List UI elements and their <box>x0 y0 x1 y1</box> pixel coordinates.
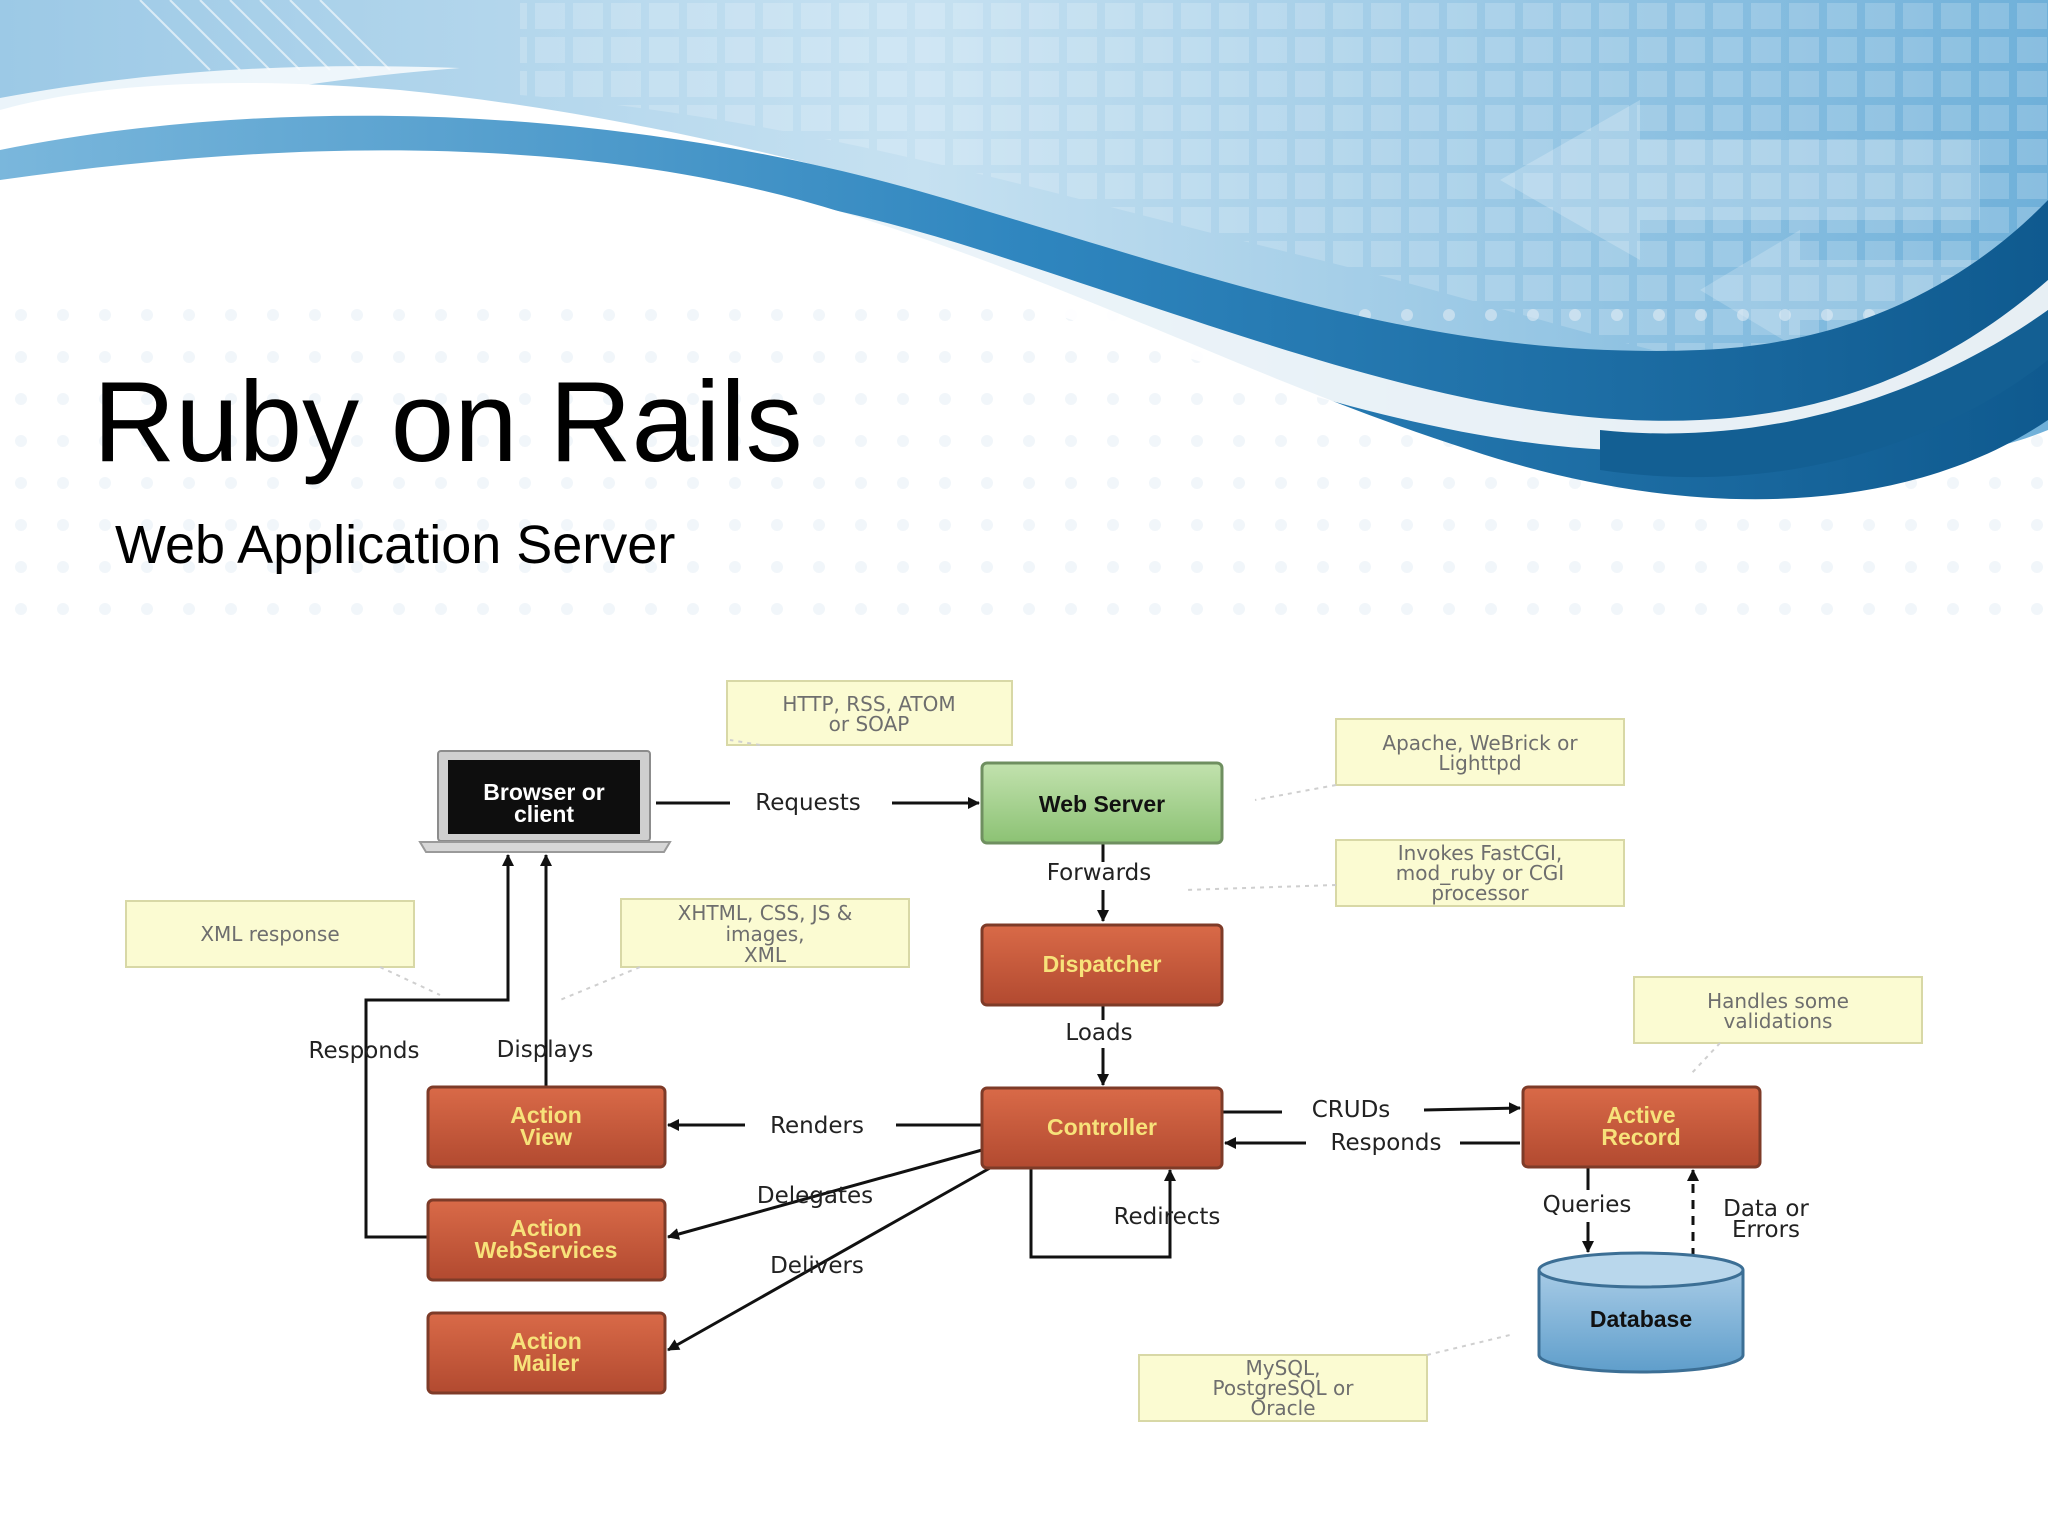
note-line: HTTP, RSS, ATOM <box>782 692 955 716</box>
note-line: or SOAP <box>829 712 910 736</box>
note-line: processor <box>1431 881 1529 905</box>
note-line: Invokes FastCGI, <box>1398 841 1563 865</box>
database-node: Database <box>1537 1251 1745 1374</box>
laptop-base <box>418 841 672 853</box>
active-record-label: Record <box>1601 1124 1680 1150</box>
data-or-errors-label: Errors <box>1732 1217 1800 1243</box>
responds-to-client-label: Responds <box>309 1038 420 1064</box>
action-mailer-node: Action Mailer <box>426 1311 667 1395</box>
note-line: mod_ruby or CGI <box>1396 861 1564 885</box>
database-label: Database <box>1590 1306 1692 1332</box>
data-or-errors-label: Data or <box>1723 1196 1809 1222</box>
browser-client-node: Browser or client <box>418 750 672 853</box>
active-record-node: Active Record <box>1521 1085 1762 1169</box>
note-formats: XHTML, CSS, JS & images, XML <box>620 898 910 968</box>
note-web-servers: Apache, WeBrick or Lighttpd <box>1335 718 1625 786</box>
browser-label: client <box>514 801 574 827</box>
laptop-screen <box>448 760 640 834</box>
note-line: Oracle <box>1250 1396 1315 1420</box>
renders-label: Renders <box>770 1113 864 1139</box>
requests-label: Requests <box>755 790 860 816</box>
action-webservices-node: Action WebServices <box>426 1198 667 1282</box>
controller-node: Controller <box>980 1086 1224 1170</box>
edge-labels: Requests Forwards Loads Renders Delegate… <box>309 790 1810 1279</box>
delivers-label: Delivers <box>770 1253 864 1279</box>
redirects-arrow <box>1029 1168 1176 1259</box>
note-line: XML <box>744 943 787 967</box>
dispatcher-node: Dispatcher <box>980 923 1224 1007</box>
action-view-node: Action View <box>426 1085 667 1169</box>
action-webservices-label: WebServices <box>475 1237 618 1263</box>
slide-title: Ruby on Rails <box>93 359 803 486</box>
web-server-node: Web Server <box>980 761 1224 845</box>
action-mailer-label: Action <box>510 1328 582 1354</box>
redirects-label: Redirects <box>1114 1204 1221 1230</box>
note-protocols: HTTP, RSS, ATOM or SOAP <box>726 680 1013 746</box>
note-connectors <box>379 739 1721 1356</box>
connectors <box>364 797 1699 1352</box>
cruds-arrow <box>1423 1102 1521 1115</box>
note-line: XML response <box>200 922 339 946</box>
note-line: Apache, WeBrick or <box>1382 731 1578 755</box>
web-server-label: Web Server <box>1039 791 1165 817</box>
note-line: XHTML, CSS, JS & <box>678 901 853 925</box>
note-xml-response: XML response <box>125 900 415 968</box>
displays-label: Displays <box>497 1037 594 1063</box>
note-line: PostgreSQL or <box>1212 1376 1354 1400</box>
note-databases: MySQL, PostgreSQL or Oracle <box>1138 1354 1428 1422</box>
action-webservices-label: Action <box>510 1215 582 1241</box>
note-line: images, <box>725 922 804 946</box>
action-mailer-label: Mailer <box>513 1350 580 1376</box>
note-processors: Invokes FastCGI, mod_ruby or CGI process… <box>1335 839 1625 907</box>
action-view-label: Action <box>510 1102 582 1128</box>
action-view-label: View <box>520 1124 572 1150</box>
responds-label: Responds <box>1331 1130 1442 1156</box>
delegates-arrow <box>667 1148 983 1240</box>
note-validations: Handles some validations <box>1633 976 1923 1044</box>
controller-label: Controller <box>1047 1114 1157 1140</box>
responds-to-client-arrow <box>364 854 514 1239</box>
cruds-label: CRUDs <box>1312 1097 1391 1123</box>
browser-label: Browser or <box>483 779 604 805</box>
queries-label: Queries <box>1543 1192 1632 1218</box>
note-line: validations <box>1724 1009 1833 1033</box>
slide-subtitle: Web Application Server <box>115 515 676 575</box>
note-line: Handles some <box>1707 989 1849 1013</box>
forwards-label: Forwards <box>1047 860 1151 886</box>
note-line: MySQL, <box>1245 1356 1320 1380</box>
note-line: Lighttpd <box>1438 751 1521 775</box>
active-record-label: Active <box>1606 1102 1675 1128</box>
delivers-arrow <box>667 1166 991 1352</box>
dispatcher-label: Dispatcher <box>1043 951 1162 977</box>
delegates-label: Delegates <box>757 1183 873 1209</box>
loads-label: Loads <box>1065 1020 1132 1046</box>
